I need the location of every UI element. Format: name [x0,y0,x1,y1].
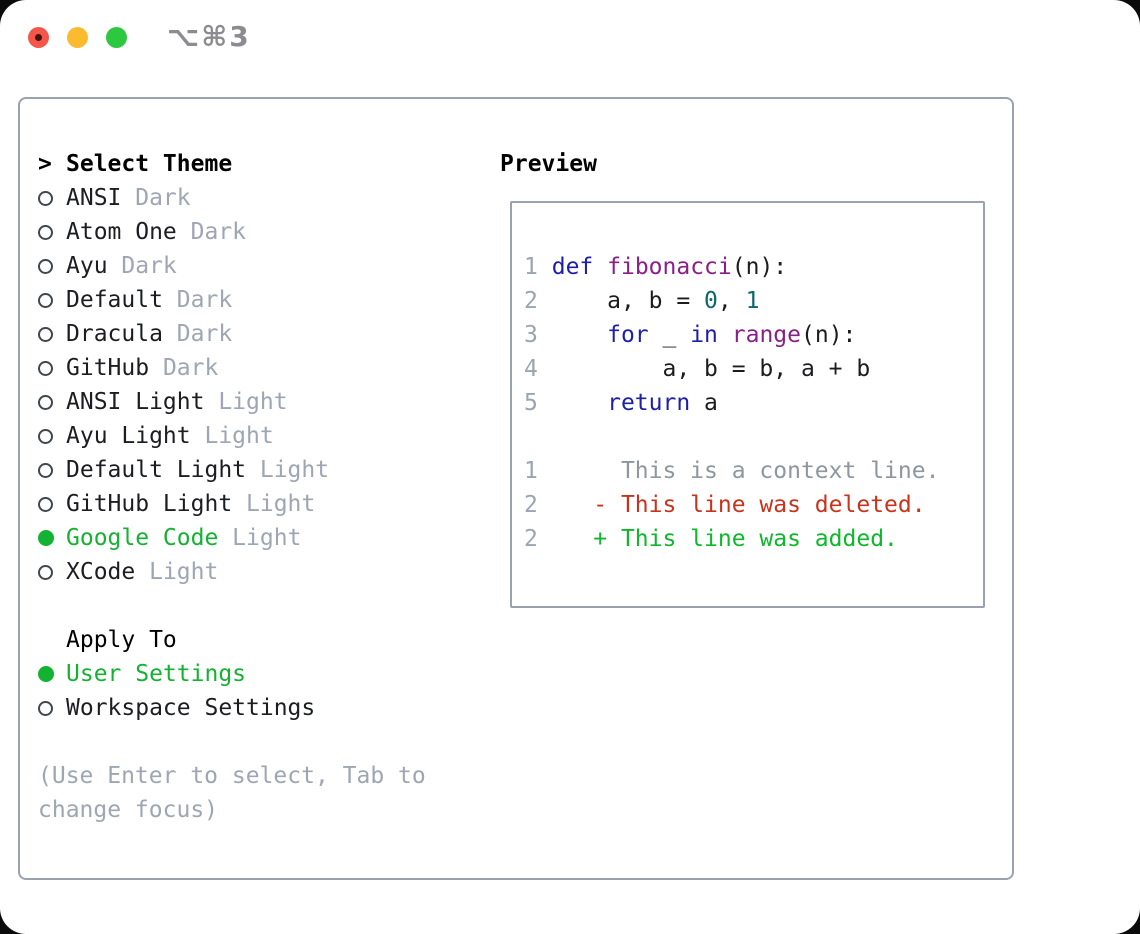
theme-option-ansi-dark[interactable]: ANSI Dark [38,181,484,215]
theme-variant-label: Dark [176,219,247,245]
zoom-button[interactable] [106,27,127,48]
theme-option-label: GitHub Dark [66,355,219,381]
theme-variant-label: Dark [162,287,233,313]
apply-option-user-settings[interactable]: User Settings [38,657,484,691]
theme-option-label: Default Dark [66,287,233,313]
apply-to-header: Apply To [66,627,177,653]
radio-selected-icon [38,530,54,546]
theme-option-ayu-light-light[interactable]: Ayu Light Light [38,419,484,453]
blank-line [524,420,983,454]
close-icon [35,34,42,41]
theme-select-header-row: > Select Theme [38,147,484,181]
theme-option-ansi-light-light[interactable]: ANSI Light Light [38,385,484,419]
radio-icon [38,700,53,716]
theme-variant-label: Light [218,525,302,551]
theme-option-label: Ayu Dark [66,253,177,279]
theme-variant-label: Light [232,491,316,517]
spacer [38,725,484,759]
apply-option-label: Workspace Settings [66,695,316,721]
radio-icon [38,462,53,478]
minimize-button[interactable] [67,27,88,48]
theme-option-label: Atom One Dark [66,219,247,245]
preview-column: Preview 1 def fibonacci(n): 2 a, b = 0, 1… [500,147,1006,608]
theme-variant-label: Dark [107,253,177,279]
apply-to-header-row: Apply To [38,623,484,657]
theme-variant-label: Light [246,457,330,483]
radio-icon [38,564,53,580]
theme-select-header: Select Theme [66,151,233,177]
theme-option-ayu-dark[interactable]: Ayu Dark [38,249,484,283]
theme-option-label: XCode Light [66,559,219,585]
code-line: 1 def fibonacci(n): [524,254,788,280]
theme-option-label: Google Code Light [66,525,302,551]
radio-icon [38,258,53,274]
theme-option-label: ANSI Dark [66,185,191,211]
window-title: ⌥⌘3 [167,20,251,53]
radio-icon [38,428,53,444]
code-line: 5 return a [524,390,718,416]
theme-option-label: Dracula Dark [66,321,233,347]
radio-icon [38,360,53,376]
theme-option-default-dark[interactable]: Default Dark [38,283,484,317]
preview-header: Preview [500,151,597,177]
theme-option-github-light-light[interactable]: GitHub Light Light [38,487,484,521]
theme-option-label: ANSI Light Light [66,389,288,415]
theme-variant-label: Light [190,423,274,449]
theme-option-dracula-dark[interactable]: Dracula Dark [38,317,484,351]
theme-option-github-dark[interactable]: GitHub Dark [38,351,484,385]
code-line: 4 a, b = b, a + b [524,356,871,382]
theme-option-default-light-light[interactable]: Default Light Light [38,453,484,487]
code-line: 3 for _ in range(n): [524,322,857,348]
prompt-icon: > [38,151,52,177]
radio-icon [38,190,53,206]
radio-icon [38,394,53,410]
theme-variant-label: Dark [162,321,233,347]
close-button[interactable] [28,27,49,48]
theme-option-atom-one-dark[interactable]: Atom One Dark [38,215,484,249]
theme-variant-label: Dark [149,355,219,381]
preview-box: 1 def fibonacci(n): 2 a, b = 0, 1 3 for _ … [510,201,985,608]
code-line: 2 a, b = 0, 1 [524,288,760,314]
radio-icon [38,292,53,308]
apply-option-workspace-settings[interactable]: Workspace Settings [38,691,484,725]
radio-icon [38,496,53,512]
theme-option-google-code-light[interactable]: Google Code Light [38,521,484,555]
theme-option-xcode-light[interactable]: XCode Light [38,555,484,589]
spacer [38,589,484,623]
diff-line-context: 1 This is a context line. [524,458,940,484]
radio-icon [38,326,53,342]
radio-icon [38,224,53,240]
theme-variant-label: Dark [121,185,191,211]
apply-option-label: User Settings [66,661,247,687]
theme-option-label: Default Light Light [66,457,330,483]
title-bar: ⌥⌘3 [0,0,1140,78]
diff-line-del: 2 - This line was deleted. [524,492,926,518]
help-text: (Use Enter to select, Tab to change focu… [38,763,426,823]
theme-option-label: Ayu Light Light [66,423,274,449]
diff-line-add: 2 + This line was added. [524,526,898,552]
radio-selected-icon [38,666,54,682]
theme-variant-label: Light [135,559,219,585]
theme-variant-label: Light [204,389,288,415]
theme-option-label: GitHub Light Light [66,491,316,517]
